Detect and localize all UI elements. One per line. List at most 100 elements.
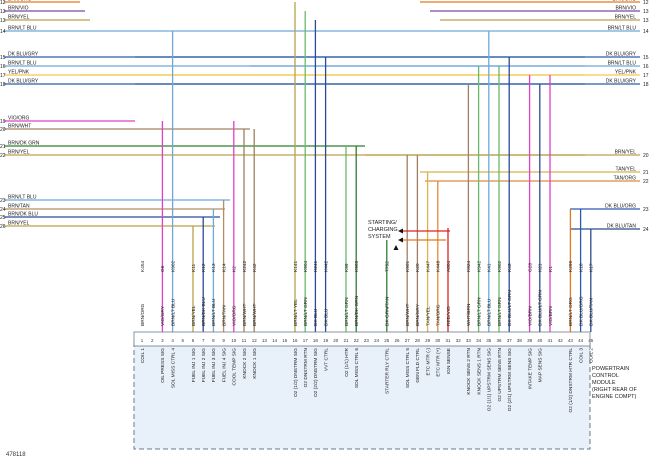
circuit-id: K13	[211, 263, 217, 272]
wire-color-code: VIO/ORG	[232, 305, 238, 326]
module-label-line: POWERTRAIN	[592, 366, 629, 372]
right-wire-label: BRN/LT BLU	[608, 61, 637, 67]
left-wire-number: 13	[0, 18, 6, 24]
pin-function: KNOCK 2 SIG	[242, 348, 248, 379]
circuit-id: K902	[170, 260, 176, 272]
circuit-id: K41	[487, 263, 493, 272]
pin-number: 30	[435, 338, 441, 343]
left-wire-number: 15	[0, 55, 6, 61]
pin-number: 39	[527, 338, 533, 343]
circuit-id: K454	[140, 260, 146, 272]
circuit-id: K942	[476, 260, 482, 272]
wire-color-code: VIO/BRN	[527, 306, 533, 326]
pin-number: 8	[212, 338, 215, 343]
wire-color-code: DK BLU/ORG	[578, 296, 584, 326]
pin-number: 36	[496, 338, 502, 343]
wire-color-code: TAN/ORG	[436, 304, 442, 326]
right-wire-label: BRN/YEL	[615, 15, 637, 21]
circuit-id: T752	[385, 261, 391, 272]
pin-function: COIL 2	[589, 348, 595, 363]
left-wire-number: 21	[0, 144, 6, 150]
pin-number: 7	[202, 338, 205, 343]
circuit-id: K21	[538, 263, 544, 272]
left-wire-number: 13	[0, 9, 6, 15]
pin-function: FUEL INJ 3 SIG	[211, 348, 217, 382]
left-wire-label: BRN/LT BLU	[8, 26, 37, 32]
pin-number: 6	[192, 338, 195, 343]
pin-number: 14	[272, 338, 278, 343]
circuit-id: K901	[405, 260, 411, 272]
pin-function: FUEL INJ 4 SIG	[221, 348, 227, 382]
pin-number: 12	[252, 338, 258, 343]
right-wire-label: DK BLU/ORG	[605, 204, 636, 210]
right-wire-number: 16	[643, 64, 649, 70]
left-wire-label: BRN/YEL	[8, 221, 30, 227]
pin-function: SOL MISS CTRL 6	[354, 348, 360, 388]
pin-number: 15	[282, 338, 288, 343]
circuit-id: K11	[191, 263, 197, 272]
right-wire-label: DK BLU/TAN	[607, 224, 636, 230]
left-wire-number: 18	[0, 82, 6, 88]
right-wire-number: 12	[643, 0, 649, 6]
starting-label-line: SYSTEM	[368, 234, 391, 240]
module-label-line: ENGINE COMPT)	[592, 394, 636, 400]
pin-function: KNOCK SENS 2 RTN	[466, 347, 472, 394]
module-label-line: CONTROL	[592, 373, 619, 379]
left-wire-number: 14	[0, 29, 6, 35]
pin-function: O2 (1/2) DNSTRM HTR CTRL	[568, 348, 574, 413]
circuit-id: K99	[344, 263, 350, 272]
wire-color-code: BRN/LT YEL	[293, 299, 299, 326]
wire-color-code: BRN/LT BLU	[487, 298, 493, 326]
left-wire-label: BRN/LT BLU	[8, 61, 37, 67]
pin-number: 28	[415, 338, 421, 343]
pin-function: O2 (1/2) DNSTRM SIG	[293, 348, 299, 397]
wire-color-code: BRN/LT GRN	[303, 297, 309, 326]
pin-function: O2 (2/2) DNSTRM SIG	[313, 348, 319, 397]
right-wire-number: 13	[643, 9, 649, 15]
pin-number: 43	[568, 338, 574, 343]
left-wire-number: 16	[0, 64, 6, 70]
right-wire-label: BRN/ORG	[613, 0, 636, 3]
right-wire-number: 20	[643, 153, 649, 159]
wire-color-code: BRN/LT ORG	[568, 297, 574, 326]
pin-number: 33	[466, 338, 472, 343]
pin-number: 4	[171, 338, 174, 343]
circuit-id: K14	[221, 263, 227, 272]
pin-number: 19	[323, 338, 329, 343]
left-wire-label: DK BLU/GRY	[8, 52, 39, 58]
right-wire-number: 17	[643, 73, 649, 79]
pin-number: 37	[507, 338, 513, 343]
pin-number: 21	[343, 338, 349, 343]
left-wire-number: 24	[0, 207, 6, 213]
left-wire-label: BRN/DK GRN	[8, 141, 40, 147]
wire-color-code: RED/VIO	[446, 306, 452, 326]
left-wire-number: 17	[0, 73, 6, 79]
right-wire-number: 13	[643, 18, 649, 24]
right-wire-label: DK BLU/GRY	[606, 79, 637, 85]
pin-number: 42	[558, 338, 564, 343]
left-wire-number: 22	[0, 153, 6, 159]
pin-number: 40	[537, 338, 543, 343]
starting-charging-system: STARTING/ CHARGING SYSTEM	[368, 220, 450, 250]
pin-number: 1	[141, 338, 144, 343]
left-wire-label: BRN/ORG	[8, 0, 31, 3]
pin-function: SOL MISS CTRL 4	[170, 348, 176, 388]
pin-number: 9	[222, 338, 225, 343]
wire-color-code: BRN/LT GRN	[344, 297, 350, 326]
pin-function: SOL MISS CTRL 5	[405, 348, 411, 388]
right-wire-label: TAN/YEL	[616, 167, 637, 173]
pin-function: COIL 1	[140, 348, 146, 363]
arrow-left-icon	[398, 228, 403, 234]
circuit-id: K12	[201, 263, 207, 272]
pin-number: 17	[303, 338, 309, 343]
wire-color-code: DK BLU/TAN	[589, 298, 595, 326]
pin-number: 16	[292, 338, 298, 343]
right-wire-number: 24	[643, 227, 649, 233]
wire-color-code: BRN/ORG	[140, 303, 146, 326]
pin-function: O2 (1/1) UPSTRM SENS SIG	[487, 348, 493, 411]
pin-number: 27	[405, 338, 411, 343]
wire-color-code: BRN/LT GRN	[497, 297, 503, 326]
